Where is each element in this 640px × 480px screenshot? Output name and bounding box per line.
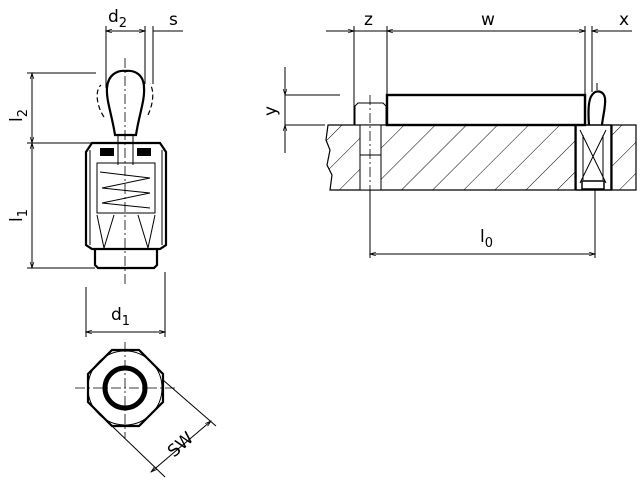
- label-x: x: [619, 10, 629, 30]
- label-l0: l0: [480, 227, 493, 251]
- label-d1: d1: [111, 305, 130, 329]
- label-s: s: [169, 10, 178, 30]
- dimension-l1-l2: l2 l1: [7, 73, 100, 268]
- label-d2: d2: [108, 7, 127, 31]
- dimension-z-w-x: z w x: [326, 10, 632, 125]
- installation-view: [325, 83, 637, 191]
- label-z: z: [364, 10, 373, 30]
- label-l2: l2: [7, 109, 31, 122]
- dimension-y: y: [261, 67, 340, 153]
- dimension-d1: d1: [86, 272, 165, 337]
- label-l1: l1: [7, 209, 31, 222]
- label-y: y: [261, 106, 281, 116]
- dimension-l0: l0: [370, 190, 595, 258]
- label-w: w: [481, 10, 495, 30]
- dimension-d2-s: d2 s: [106, 7, 183, 88]
- plunger-side-view: [84, 58, 168, 285]
- plunger-top-view: SW: [75, 342, 217, 478]
